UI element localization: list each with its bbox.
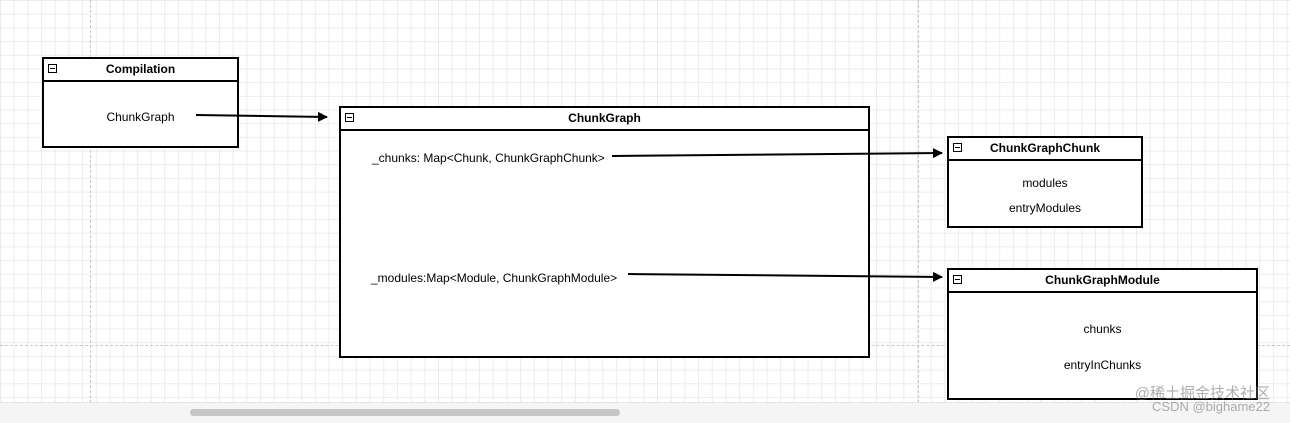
class-compilation[interactable]: Compilation ChunkGraph — [42, 57, 239, 148]
collapse-icon[interactable] — [953, 143, 962, 152]
field-entryinchunks: entryInChunks — [1063, 358, 1142, 372]
class-title: Compilation — [105, 62, 176, 76]
arrow-chunks-to-chunkgraphchunk[interactable] — [611, 148, 943, 159]
collapse-icon[interactable] — [953, 275, 962, 284]
field-chunkgraph: ChunkGraph — [106, 110, 175, 124]
class-chunkgraphmodule-header: ChunkGraphModule — [949, 270, 1256, 293]
arrow-compilation-to-chunkgraph[interactable] — [195, 111, 328, 122]
collapse-icon[interactable] — [48, 64, 57, 73]
page-boundary-line — [90, 0, 91, 403]
watermark-line1: @稀土掘金技术社区 — [1134, 385, 1270, 402]
field-chunks: chunks — [1083, 322, 1122, 336]
watermark-line2: CSDN @bighame22 — [1152, 399, 1270, 414]
class-chunkgraphchunk-header: ChunkGraphChunk — [949, 138, 1141, 161]
class-title: ChunkGraph — [568, 111, 641, 125]
class-title: ChunkGraphChunk — [990, 141, 1100, 155]
class-chunkgraph[interactable]: ChunkGraph _chunks: Map<Chunk, ChunkGrap… — [339, 106, 870, 358]
watermark: @稀土掘金技术社区 CSDN @bighame22 — [1134, 385, 1270, 414]
field-modules-map: _modules:Map<Module, ChunkGraphModule> — [371, 271, 618, 285]
page-boundary-line — [918, 0, 919, 403]
class-title: ChunkGraphModule — [1045, 273, 1160, 287]
class-chunkgraphchunk[interactable]: ChunkGraphChunk modules entryModules — [947, 136, 1143, 228]
field-modules: modules — [1022, 176, 1068, 190]
class-compilation-header: Compilation — [44, 59, 237, 82]
collapse-icon[interactable] — [345, 113, 354, 122]
class-chunkgraph-header: ChunkGraph — [341, 108, 868, 131]
class-chunkgraphmodule[interactable]: ChunkGraphModule chunks entryInChunks — [947, 268, 1258, 400]
field-entrymodules: entryModules — [1008, 201, 1082, 215]
horizontal-scrollbar[interactable] — [0, 402, 1290, 423]
scrollbar-thumb[interactable] — [190, 409, 620, 416]
field-chunks-map: _chunks: Map<Chunk, ChunkGraphChunk> — [372, 151, 605, 165]
arrow-modules-to-chunkgraphmodule[interactable] — [627, 271, 943, 282]
